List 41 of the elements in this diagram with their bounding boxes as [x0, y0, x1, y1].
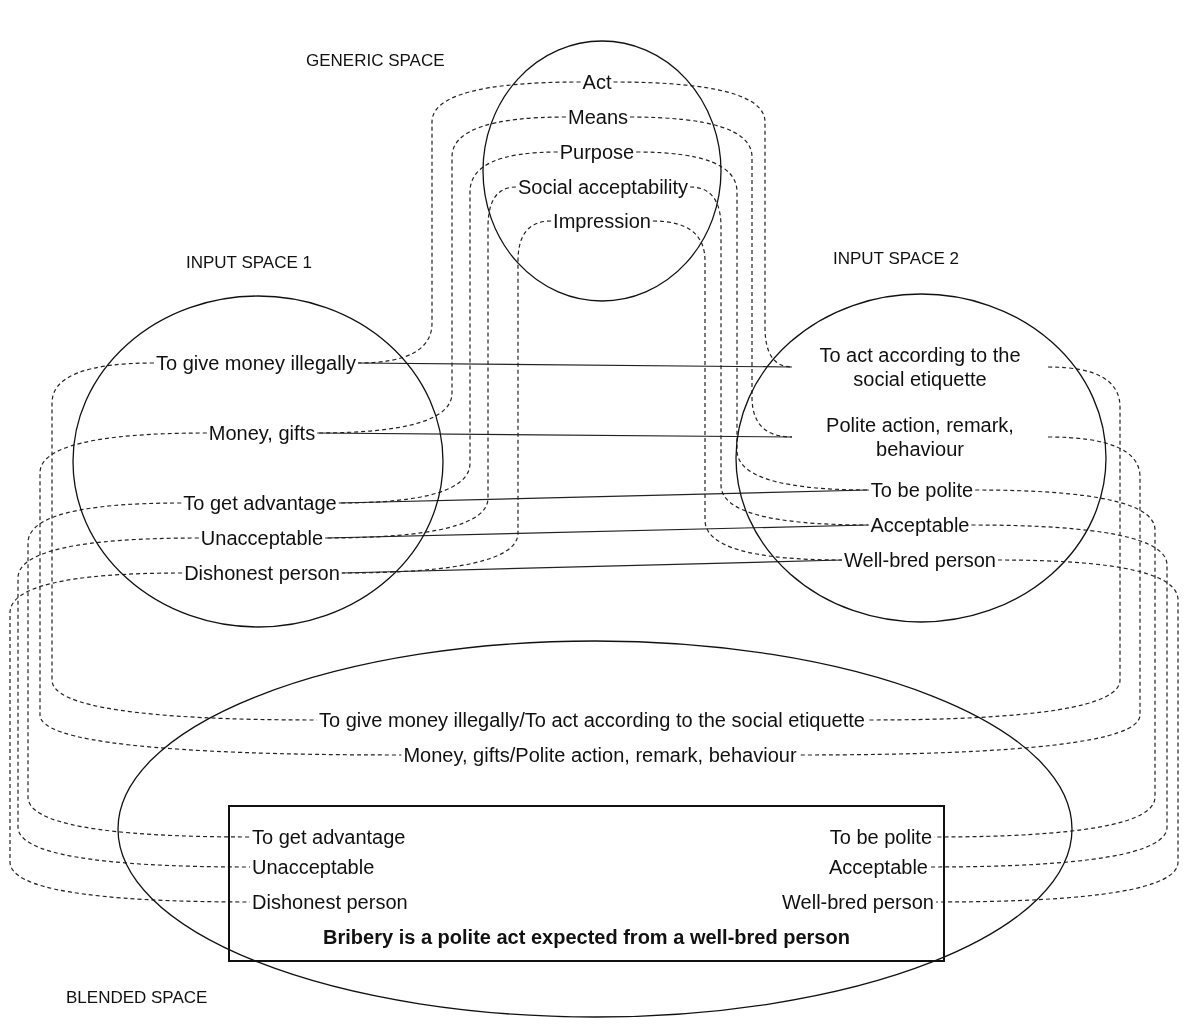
concept-label: Money, gifts	[208, 421, 316, 445]
concept-label: Purpose	[559, 140, 635, 164]
dashed-connector	[798, 436, 1141, 756]
concept-label: To be polite	[870, 478, 974, 502]
space-heading: BLENDED SPACE	[66, 987, 208, 1009]
concept-label: Act	[582, 70, 612, 94]
concept-label: Well-bred person	[844, 548, 996, 572]
dashed-connector	[27, 502, 251, 838]
concept-label: Money, gifts/Polite action, remark, behaviour	[403, 743, 797, 767]
concept-label: Unacceptable	[252, 855, 375, 879]
dashed-connector	[39, 432, 403, 756]
concept-label: To get advantage	[183, 491, 337, 515]
dashed-connector	[866, 366, 1121, 721]
dashed-connector	[17, 537, 251, 868]
connector-line	[357, 362, 793, 368]
concept-label: To give money illegally	[155, 351, 357, 375]
concept-label: Impression	[553, 209, 651, 233]
space-heading: INPUT SPACE 1	[186, 252, 312, 274]
concept-label: To be polite	[829, 825, 932, 849]
connector-line	[338, 489, 870, 504]
dashed-connector	[935, 559, 1179, 903]
space-heading: GENERIC SPACE	[306, 50, 445, 72]
conclusion-text: Bribery is a polite act expected from a well-bred person	[323, 925, 850, 950]
concept-label: Dishonest person	[252, 890, 408, 914]
concept-label: To act according to the social etiquette	[794, 343, 1046, 391]
concept-label: Means	[568, 105, 628, 129]
concept-label: Unacceptable	[200, 526, 324, 550]
connector-line	[341, 559, 843, 574]
concept-label: Polite action, remark, behaviour	[794, 413, 1046, 461]
concept-label: Acceptable	[829, 855, 928, 879]
space-heading: INPUT SPACE 2	[833, 248, 959, 270]
concept-label: Social acceptability	[517, 175, 689, 199]
connector-line	[324, 524, 870, 539]
concept-label: To give money illegally/To act according to the social etiquette	[319, 708, 865, 732]
connector-line	[316, 432, 793, 438]
concept-label: Dishonest person	[184, 561, 340, 585]
concept-label: Acceptable	[870, 513, 970, 537]
concept-label: Well-bred person	[782, 890, 934, 914]
dashed-connector	[929, 524, 1168, 868]
concept-label: To get advantage	[252, 825, 406, 849]
blend-frame	[228, 805, 945, 962]
